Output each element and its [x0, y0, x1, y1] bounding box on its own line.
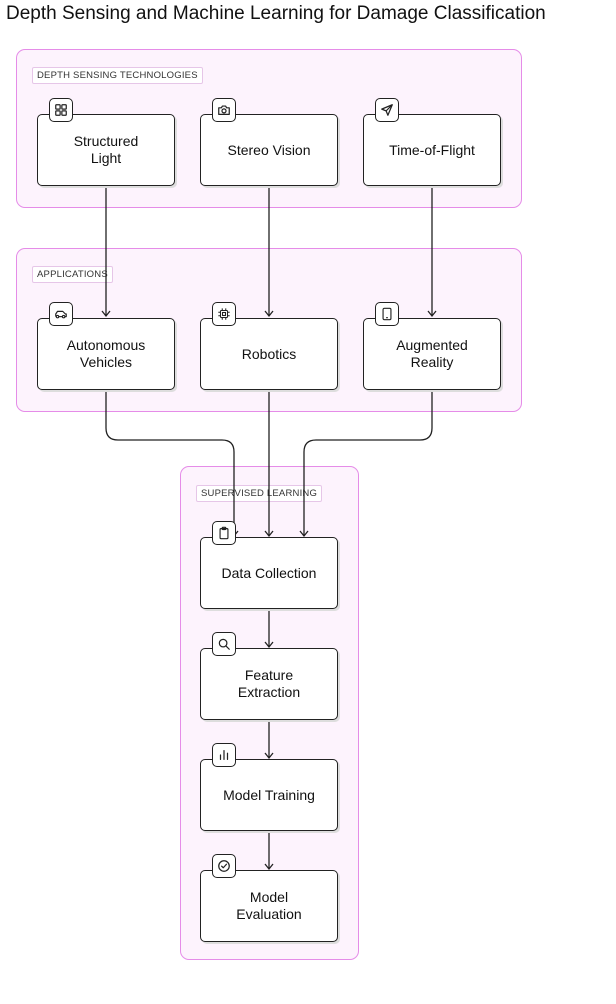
node-label-data-collection: Data Collection: [214, 565, 325, 582]
car-icon: [49, 302, 73, 326]
node-label-robotics: Robotics: [234, 346, 304, 363]
node-model-evaluation: Model Evaluation: [200, 870, 338, 942]
node-model-training: Model Training: [200, 759, 338, 831]
node-autonomous-vehicles: Autonomous Vehicles: [37, 318, 175, 390]
camera-icon: [212, 98, 236, 122]
node-label-augmented-reality: Augmented Reality: [388, 337, 476, 371]
robotics-text: Robotics: [241, 345, 297, 362]
node-robotics: Robotics: [200, 318, 338, 390]
feature-extraction-text: Feature Extraction: [237, 667, 301, 700]
clipboard-icon: [212, 521, 236, 545]
bar-chart-icon: [212, 743, 236, 767]
node-label-model-evaluation: Model Evaluation: [228, 889, 309, 923]
search-icon: [212, 632, 236, 656]
send-icon: [375, 98, 399, 122]
node-label-time-of-flight: Time-of-Flight: [381, 142, 483, 159]
node-label-structured-light: Structured Light: [66, 133, 147, 167]
augmented-reality-text: Augmented Reality: [396, 337, 468, 370]
node-label-stereo-vision: Stereo Vision: [219, 142, 318, 159]
node-augmented-reality: Augmented Reality: [363, 318, 501, 390]
structured-light-text: Structured Light: [73, 133, 139, 166]
node-stereo-vision: Stereo Vision: [200, 114, 338, 186]
node-feature-extraction: Feature Extraction: [200, 648, 338, 720]
model-evaluation-text: Model Evaluation: [236, 889, 302, 922]
group-label-supervised-learning: SUPERVISED LEARNING: [196, 485, 323, 502]
node-label-autonomous-vehicles: Autonomous Vehicles: [59, 337, 154, 371]
diagram-title: Depth Sensing and Machine Learning for D…: [6, 3, 546, 24]
autonomous-vehicles-text: Autonomous Vehicles: [66, 337, 146, 370]
stereo-vision-text: Stereo Vision: [227, 141, 311, 158]
edge-autonomous-vehicles-to-data-collection: [105, 390, 239, 538]
model-training-text: Model Training: [223, 786, 315, 803]
time-of-flight-text: Time-of-Flight: [389, 141, 475, 158]
group-label-applications: APPLICATIONS: [32, 266, 113, 283]
node-time-of-flight: Time-of-Flight: [363, 114, 501, 186]
cpu-icon: [212, 302, 236, 326]
tablet-icon: [375, 302, 399, 326]
node-label-model-training: Model Training: [215, 787, 323, 804]
grid-icon: [49, 98, 73, 122]
group-label-depth-sensing: DEPTH SENSING TECHNOLOGIES: [32, 67, 203, 84]
check-circle-icon: [212, 854, 236, 878]
node-data-collection: Data Collection: [200, 537, 338, 609]
node-structured-light: Structured Light: [37, 114, 175, 186]
data-collection-text: Data Collection: [221, 564, 317, 581]
node-label-feature-extraction: Feature Extraction: [230, 667, 308, 701]
edge-augmented-reality-to-data-collection: [299, 390, 433, 538]
